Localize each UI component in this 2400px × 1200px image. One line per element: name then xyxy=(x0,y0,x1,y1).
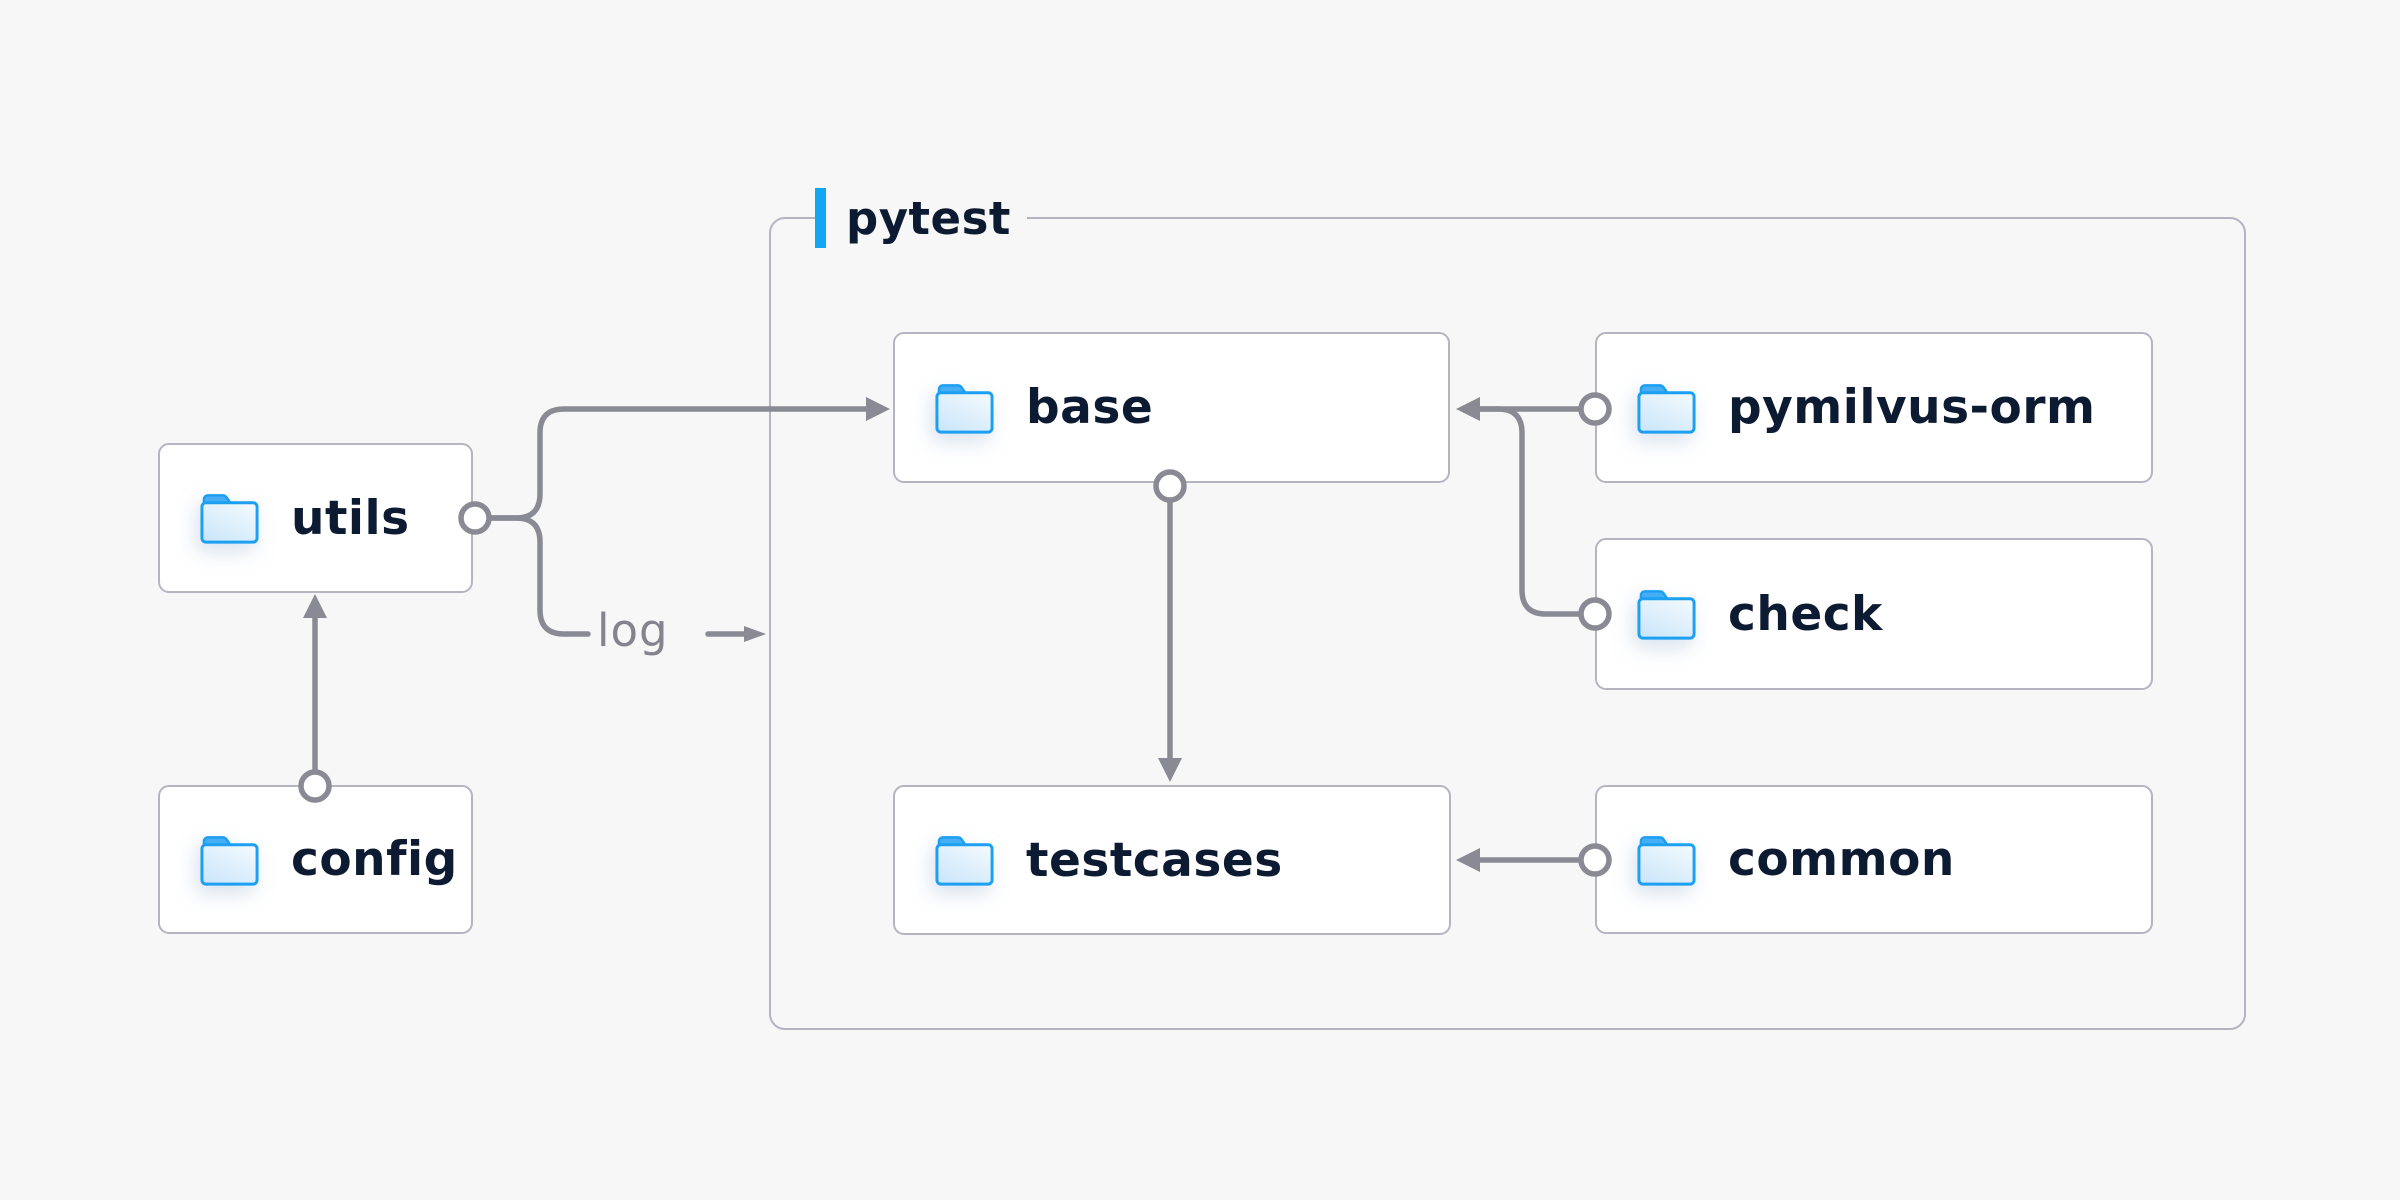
node-config: config xyxy=(158,785,473,934)
node-check: check xyxy=(1595,538,2153,690)
node-pymilvus-orm: pymilvus-orm xyxy=(1595,332,2153,483)
edge-label-log: log xyxy=(597,604,669,657)
node-label: check xyxy=(1728,586,1883,642)
arrowhead-log xyxy=(744,626,766,642)
node-testcases: testcases xyxy=(893,785,1451,935)
edge-utils-log xyxy=(486,515,591,637)
group-title: pytest xyxy=(846,191,1011,245)
folder-icon xyxy=(935,383,994,434)
accent-bar xyxy=(815,188,826,248)
node-label: base xyxy=(1026,380,1154,435)
node-utils: utils xyxy=(158,443,473,593)
folder-icon xyxy=(935,836,994,886)
pytest-group-label: pytest xyxy=(815,187,1027,249)
folder-icon xyxy=(1637,835,1696,886)
arrowhead-config-utils xyxy=(303,594,327,618)
folder-icon xyxy=(200,835,259,886)
node-label: common xyxy=(1728,832,1955,887)
pytest-group: pytest xyxy=(769,187,2246,1030)
folder-icon xyxy=(1637,383,1696,434)
node-base: base xyxy=(893,332,1450,483)
node-label: utils xyxy=(291,490,410,546)
folder-icon xyxy=(200,494,259,544)
node-common: common xyxy=(1595,785,2153,934)
folder-icon xyxy=(1637,590,1696,640)
node-label: pymilvus-orm xyxy=(1728,380,2096,435)
node-label: config xyxy=(291,832,458,887)
node-label: testcases xyxy=(1026,832,1283,888)
